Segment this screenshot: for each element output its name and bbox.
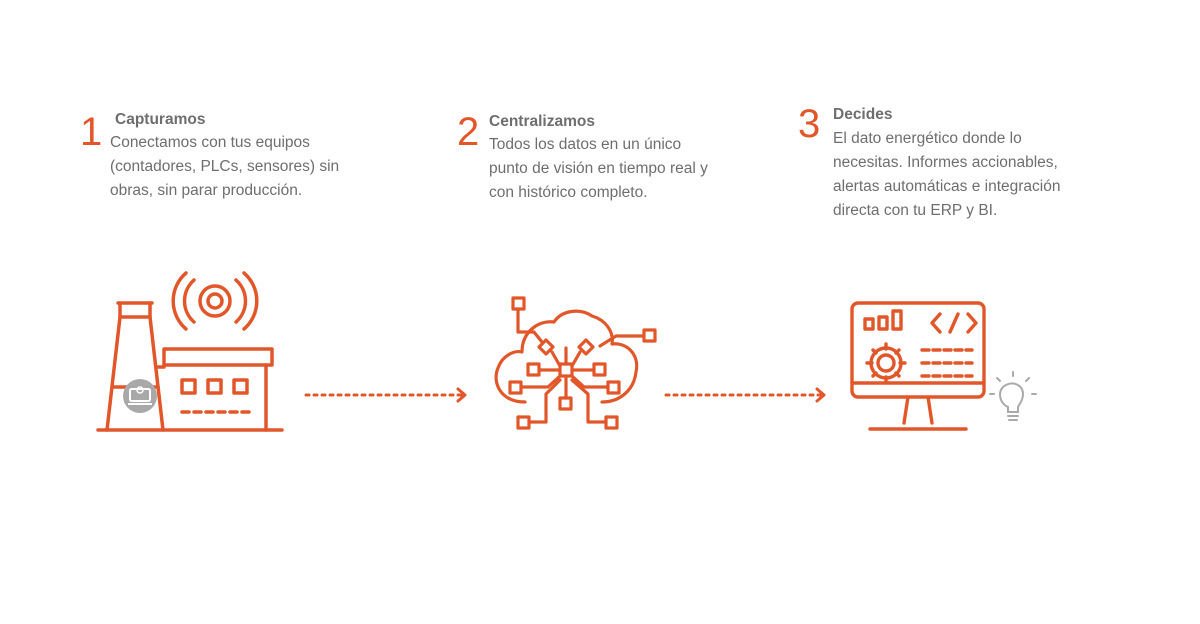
step-3-line-1: El dato energético donde lo xyxy=(833,130,1022,147)
step-2-line-2: punto de visión en tiempo real y xyxy=(489,160,708,177)
step-1-title: Capturamos xyxy=(115,111,206,128)
arrow-1-icon xyxy=(304,387,467,403)
lightbulb-icon xyxy=(989,371,1037,421)
step-1-line-2: (contadores, PLCs, sensores) sin xyxy=(110,158,340,175)
step-2-line-1: Todos los datos en un único xyxy=(489,136,682,153)
sensor-badge-icon xyxy=(123,379,157,413)
step-3-line-2: necesitas. Informes accionables, xyxy=(833,154,1058,171)
step-1-line-3: obras, sin parar producción. xyxy=(110,182,303,199)
arrow-2-icon xyxy=(664,387,826,403)
step-3-line-4: directa con tu ERP y BI. xyxy=(833,202,998,219)
step-3-line-3: alertas automáticas e integración xyxy=(833,178,1061,195)
step-3-title: Decides xyxy=(833,106,893,123)
monitor-dashboard-icon xyxy=(850,301,1037,431)
factory-icon xyxy=(96,271,284,432)
step-2-number: 2 xyxy=(457,110,480,154)
step-3-number: 3 xyxy=(798,102,821,146)
step-2-line-3: con histórico completo. xyxy=(489,184,648,201)
cloud-network-icon xyxy=(494,296,657,430)
step-1-line-1: Conectamos con tus equipos xyxy=(110,134,310,151)
step-2-title: Centralizamos xyxy=(489,113,595,130)
step-1-number: 1 xyxy=(80,110,103,154)
